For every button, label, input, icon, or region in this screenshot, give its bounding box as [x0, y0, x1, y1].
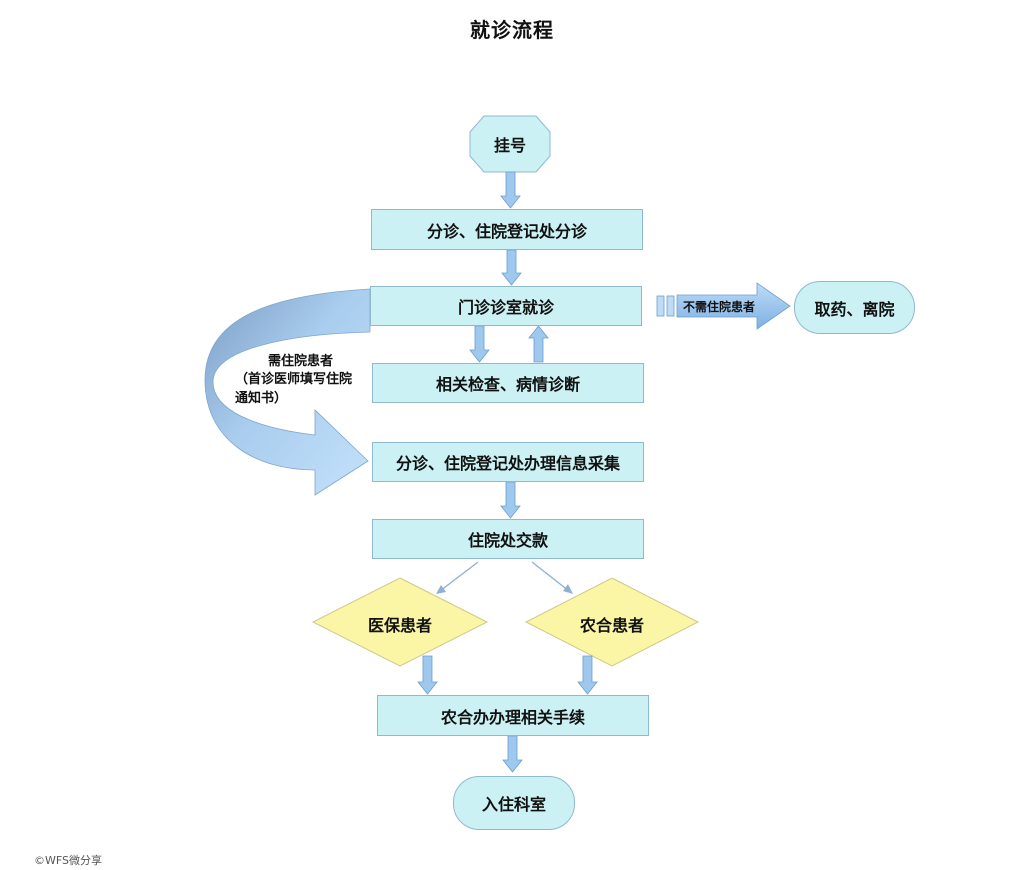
arrow-insurance-to-procedures — [417, 655, 438, 695]
arrow-triage2-to-payment — [500, 481, 521, 519]
right-arrow-stripe-1 — [656, 295, 665, 317]
payment-node[interactable]: 住院处交款 — [372, 519, 644, 559]
split-line-left — [439, 561, 479, 592]
admit-department-node[interactable]: 入住科室 — [453, 776, 575, 830]
exam-diagnosis-node[interactable]: 相关检查、病情诊断 — [372, 363, 644, 403]
medical-insurance-label: 医保患者 — [367, 616, 432, 635]
arrow-coop-to-procedures — [577, 655, 598, 695]
need-admission-label-line1: 需住院患者 — [268, 354, 334, 369]
split-line-right — [531, 561, 570, 592]
rural-coop-diamond[interactable] — [524, 577, 700, 667]
medical-insurance-diamond[interactable] — [311, 577, 489, 667]
split-arrowhead-left — [436, 585, 446, 594]
register-octagon[interactable] — [469, 115, 551, 173]
coop-procedures-node[interactable]: 农合办办理相关手续 — [377, 695, 649, 736]
split-arrowhead-right — [563, 584, 573, 594]
outpatient-clinic-node[interactable]: 门诊诊室就诊 — [370, 286, 642, 326]
need-admission-label-line2: （首诊医师填写住院 — [235, 372, 353, 387]
no-admission-label: 不需住院患者 — [683, 300, 756, 314]
watermark: ©WFS微分享 — [34, 854, 102, 867]
arrow-procedures-to-admit — [502, 735, 523, 773]
arrow-register-to-triage — [500, 171, 521, 209]
info-collection-node[interactable]: 分诊、住院登记处办理信息采集 — [372, 442, 644, 482]
triage-registration-node[interactable]: 分诊、住院登记处分诊 — [371, 209, 643, 250]
arrow-clinic-to-exam — [469, 325, 490, 363]
need-admission-label-line3: 通知书） — [235, 391, 288, 406]
arrow-exam-to-clinic — [528, 325, 549, 363]
page-title: 就诊流程 — [470, 18, 554, 42]
right-arrow-to-pharmacy — [676, 282, 791, 330]
pharmacy-discharge-node[interactable]: 取药、离院 — [794, 281, 915, 334]
register-node-label[interactable]: 挂号 — [493, 136, 526, 155]
arrow-triage-to-clinic — [501, 249, 522, 286]
rural-coop-label: 农合患者 — [579, 616, 644, 635]
right-arrow-stripe-2 — [666, 295, 675, 317]
curved-arrow-need-admission — [204, 288, 371, 496]
